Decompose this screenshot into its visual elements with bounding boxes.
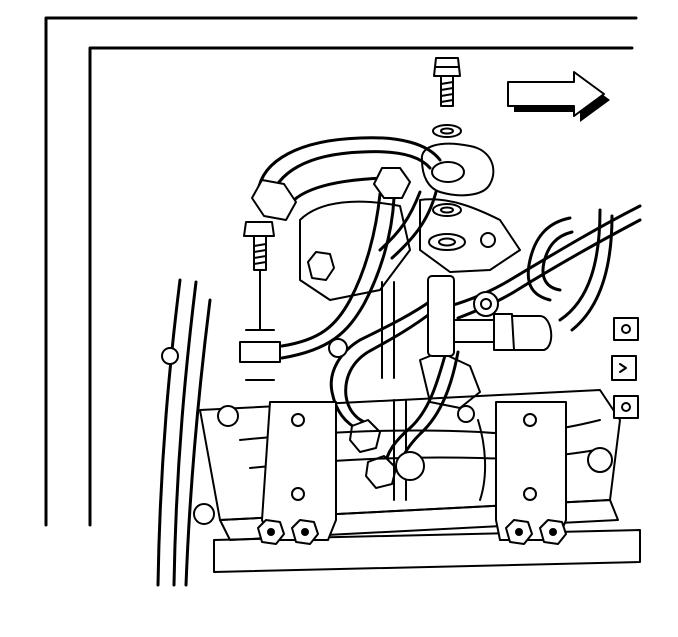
banjo-fitting [420,142,495,197]
bolt-icon [433,57,461,107]
direction-arrow-icon [507,71,610,122]
view-frame [44,16,638,527]
hex-nut-icon [257,519,567,545]
bracket-icon [261,401,567,541]
pipe-tee [427,275,553,357]
electrical-connector [611,317,639,419]
bolt-icon [239,221,281,381]
hex-nut-icon [251,167,411,489]
hydraulic-lines [156,136,642,587]
casting-boss [161,232,613,525]
